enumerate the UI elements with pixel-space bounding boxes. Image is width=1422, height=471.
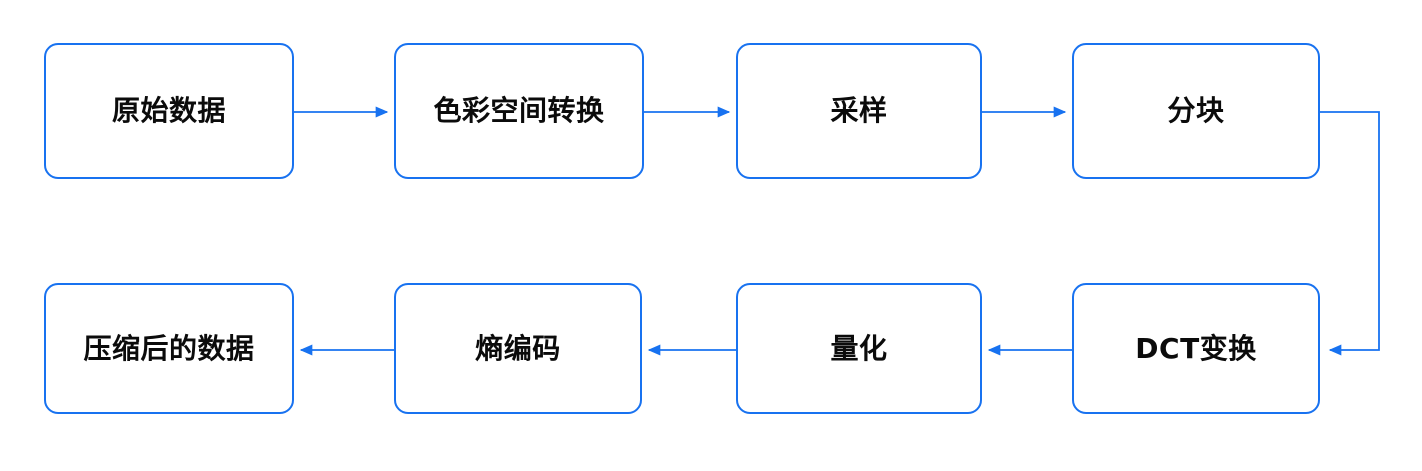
node-compressed-data[interactable]: 压缩后的数据 — [44, 283, 294, 414]
node-raw-data[interactable]: 原始数据 — [44, 43, 294, 179]
node-sampling-label: 采样 — [830, 94, 888, 127]
node-raw-data-label: 原始数据 — [111, 94, 226, 127]
edge-blocking-to-dct — [1320, 111, 1380, 356]
node-dct-transform-label: DCT变换 — [1135, 331, 1257, 365]
node-quantization-label: 量化 — [830, 331, 888, 365]
node-blocking[interactable]: 分块 — [1072, 43, 1320, 179]
node-quantization[interactable]: 量化 — [736, 283, 982, 414]
node-sampling[interactable]: 采样 — [736, 43, 982, 179]
node-entropy-coding[interactable]: 熵编码 — [394, 283, 642, 414]
node-dct-transform[interactable]: DCT变换 — [1072, 283, 1320, 414]
node-entropy-coding-label: 熵编码 — [475, 331, 561, 365]
node-blocking-label: 分块 — [1167, 94, 1225, 127]
node-compressed-data-label: 压缩后的数据 — [83, 331, 255, 365]
node-color-space-label: 色彩空间转换 — [433, 94, 605, 127]
node-color-space[interactable]: 色彩空间转换 — [394, 43, 644, 179]
